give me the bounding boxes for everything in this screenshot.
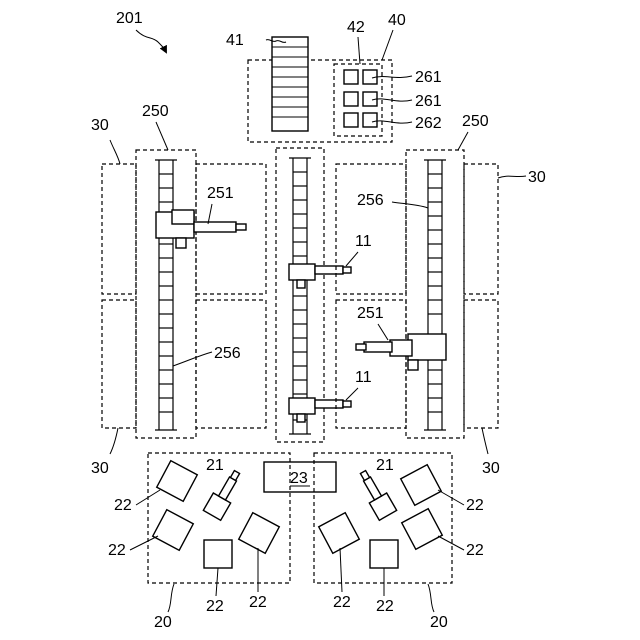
box-leader-r4 [340,548,342,592]
slot-label-b: 261 [415,93,442,110]
right-rail-unit-label: 250 [462,113,489,130]
center-upper-arm [289,264,351,288]
right-robot [354,467,396,520]
box-label-l4: 22 [249,594,267,611]
top-unit-label: 40 [388,12,406,29]
box-label-l3: 22 [206,598,224,615]
box-label-l1: 22 [114,497,132,514]
right-cell-label: 20 [430,614,448,631]
center-lower-arm [289,398,351,422]
box-label-r3: 22 [376,598,394,615]
left-arm-label: 251 [207,185,234,202]
left-bottom-shelf-label: 30 [91,460,109,477]
right-transfer-arm [356,334,446,370]
left-cell-leader [168,584,174,612]
right-rail-track [424,160,446,430]
box-label-r4: 22 [333,594,351,611]
box-leader-l3 [216,568,218,596]
box-leader-r2 [438,536,464,550]
panel-leader [358,37,360,64]
box-label-r2: 22 [466,542,484,559]
right-arm-label: 251 [357,305,384,322]
storage-label: 41 [226,32,244,49]
center-lower-arm-leader [346,388,358,400]
right-rail-unit [406,150,464,438]
right-top-shelf-label: 30 [528,169,546,186]
right-track-leader [392,202,428,208]
center-upper-arm-leader [346,252,358,266]
right-bottom-shelf-leader [482,428,488,454]
box-label-r1: 22 [466,497,484,514]
left-rail-unit-leader [156,122,168,150]
right-track-label: 256 [357,192,384,209]
left-bottom-shelf-leader [110,428,118,454]
left-cell-label: 20 [154,614,172,631]
right-bottom-shelf-label: 30 [482,460,500,477]
center-lower-arm-label: 11 [355,369,372,386]
slot-grid [344,70,377,127]
left-robot-label: 21 [206,457,224,474]
box-leader-r1 [438,490,464,505]
slot-label-a: 261 [415,69,442,86]
panel-label: 42 [347,19,365,36]
station-label: 23 [290,470,308,487]
left-arm-leader [208,204,212,224]
left-top-shelf-leader [110,140,120,164]
left-shelves [102,164,266,428]
left-robot [203,467,245,520]
right-rail-unit-leader [458,132,468,150]
left-track-label: 256 [214,345,241,362]
right-top-shelf-leader [498,176,526,178]
left-rail-track [155,160,177,430]
left-rail-unit-label: 250 [142,103,169,120]
top-unit-leader [382,30,393,60]
system-label: 201 [116,10,143,27]
left-top-shelf-label: 30 [91,117,109,134]
left-rail-unit [136,150,196,438]
center-rail-track [289,158,311,434]
right-robot-label: 21 [376,457,394,474]
right-cell-leader [428,584,434,612]
left-track-leader [173,352,212,366]
right-arm-leader [378,324,388,340]
left-transfer-arm [156,210,246,248]
box-label-l2: 22 [108,542,126,559]
slot-label-c: 262 [415,115,442,132]
system-arrow [136,30,166,52]
center-upper-arm-label: 11 [355,233,372,250]
box-leader-l2 [130,536,158,550]
